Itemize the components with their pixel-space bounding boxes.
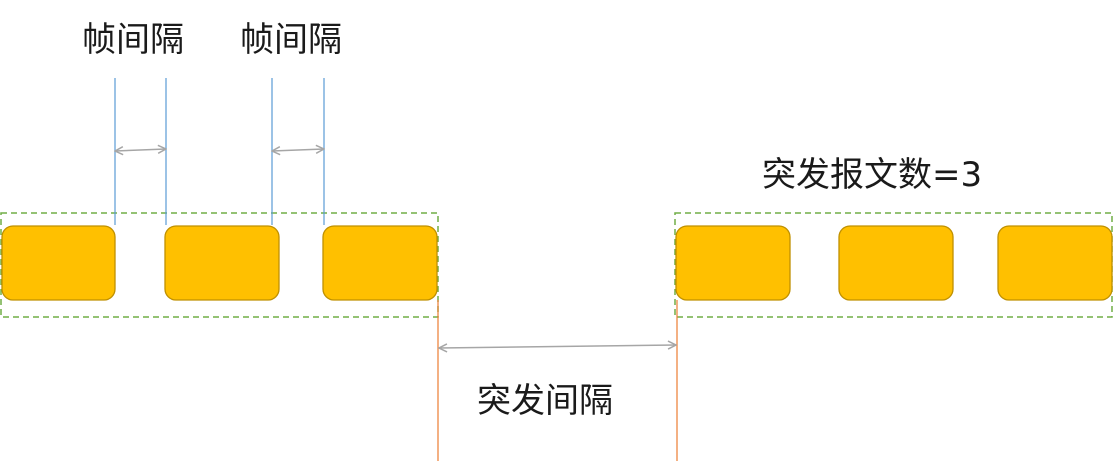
frame-block [675,225,791,301]
burst-count-label: 突发报文数=3 [762,155,982,195]
frame-block [838,225,954,301]
frame-gap-arrow-2 [272,149,324,151]
frame-block [322,225,438,301]
frame-block [1,225,116,301]
burst-group-2-border [674,212,1113,318]
burst-gap-arrow [439,345,676,348]
burst-gap-label: 突发间隔 [477,381,613,421]
frame-gap-arrow-1 [115,149,166,151]
frame-block [164,225,280,301]
frame-gap-label-2: 帧间隔 [240,20,342,60]
frame-block [997,225,1113,301]
burst-group-1-border [0,212,439,318]
frame-gap-label-1: 帧间隔 [82,20,184,60]
